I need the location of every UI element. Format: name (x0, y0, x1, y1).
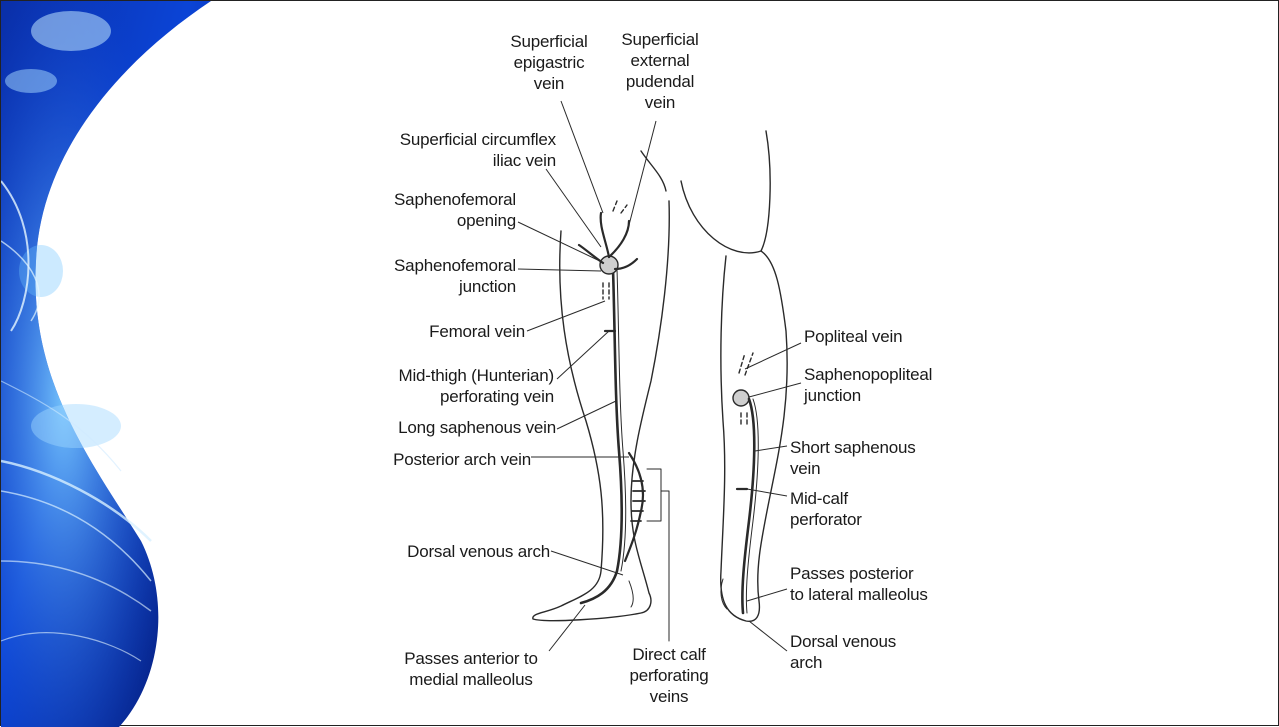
label-passes-posterior-lateral-malleolus: Passes posterior to lateral malleolus (790, 563, 960, 605)
label-direct-calf-perforating-veins: Direct calf perforating veins (607, 644, 731, 707)
label-dorsal-venous-arch-right: Dorsal venous arch (790, 631, 930, 673)
label-superficial-circumflex-iliac-vein: Superficial circumflex iliac vein (356, 129, 556, 171)
label-saphenofemoral-opening: Saphenofemoral opening (356, 189, 516, 231)
saphenofemoral-junction (600, 256, 618, 274)
label-short-saphenous-vein: Short saphenous vein (790, 437, 950, 479)
saphenopopliteal-junction (733, 390, 749, 406)
posterior-arch-vein (625, 453, 643, 561)
label-long-saphenous-vein: Long saphenous vein (356, 417, 556, 438)
label-dorsal-venous-arch-left: Dorsal venous arch (366, 541, 550, 562)
label-saphenopopliteal-junction: Saphenopopliteal junction (804, 364, 964, 406)
label-mid-thigh-perforating-vein: Mid-thigh (Hunterian) perforating vein (346, 365, 554, 407)
label-saphenofemoral-junction: Saphenofemoral junction (356, 255, 516, 297)
label-posterior-arch-vein: Posterior arch vein (371, 449, 531, 470)
short-saphenous-vein (742, 399, 754, 613)
long-saphenous-vein (581, 269, 622, 603)
label-superficial-external-pudendal-vein: Superficial external pudendal vein (605, 29, 715, 113)
label-popliteal-vein: Popliteal vein (804, 326, 954, 347)
right-leg-outline (681, 131, 770, 253)
label-superficial-epigastric-vein: Superficial epigastric vein (494, 31, 604, 94)
label-femoral-vein: Femoral vein (381, 321, 525, 342)
label-passes-anterior-medial-malleolus: Passes anterior to medial malleolus (386, 648, 556, 690)
label-mid-calf-perforator: Mid-calf perforator (790, 488, 910, 530)
